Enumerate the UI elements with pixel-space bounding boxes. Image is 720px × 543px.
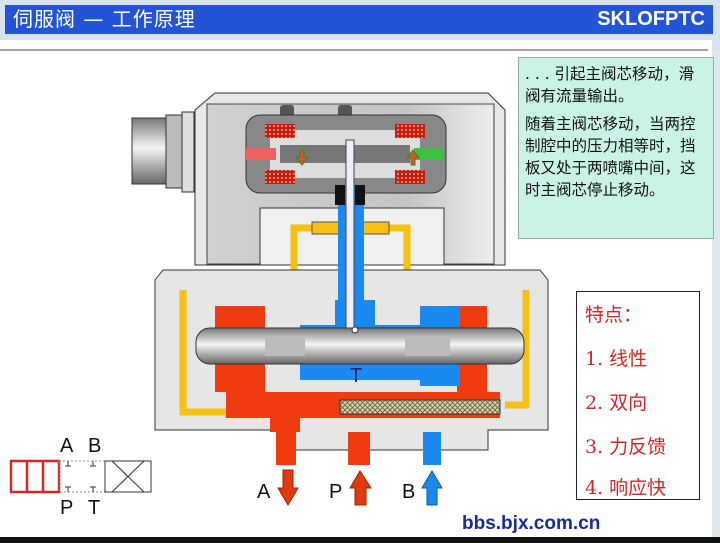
symbol-label-b: B [88,435,102,457]
feedback-spring [339,399,501,415]
flapper [345,139,355,331]
arrow-up-icon [421,470,443,506]
port-label-b: B [402,481,416,503]
footer-url: bbs.bjx.com.cn [462,513,601,534]
port-a-channel [276,432,296,465]
bottom-bar [0,537,720,543]
explanation-paragraph-1: . . . 引起主阀芯移动，滑阀有流量输出。 [525,65,695,105]
port-label-a: A [257,481,271,503]
port-b-channel [423,432,441,465]
tank-label: T [350,365,362,387]
features-title: 特点： [585,304,643,326]
feature-item: 2. 双向 [585,392,648,414]
feature-item: 1. 线性 [585,348,648,370]
main-spool [195,327,525,365]
port-p-channel [348,432,370,465]
electrical-connector [131,111,195,193]
explanation-paragraph-2: 随着主阀芯移动，当两控制腔中的压力相等时，挡板又处于两喷嘴中间，这时主阀芯停止移… [525,115,696,199]
explanation-box: . . . 引起主阀芯移动，滑阀有流量输出。 随着主阀芯移动，当两控制腔中的压力… [518,57,714,239]
symbol-label-a: A [60,435,74,457]
feature-item: 4. 响应快 [585,477,667,499]
divider [0,49,708,51]
arrow-up-icon [349,470,372,506]
port-label-p: P [329,481,343,503]
feature-item: 3. 力反馈 [585,436,667,458]
symbol-label-p: P [60,497,74,519]
slide-title: 伺服阀 — 工作原理 [13,7,196,31]
brand-label: SKLOFPTC [597,8,705,30]
features-box: 特点： 1. 线性 2. 双向 3. 力反馈 4. 响应快 [576,291,700,500]
title-bar: 伺服阀 — 工作原理 SKLOFPTC [5,5,713,34]
symbol-label-t: T [88,497,101,519]
servo-valve-symbol [9,459,152,494]
arrow-down-icon [277,469,299,506]
